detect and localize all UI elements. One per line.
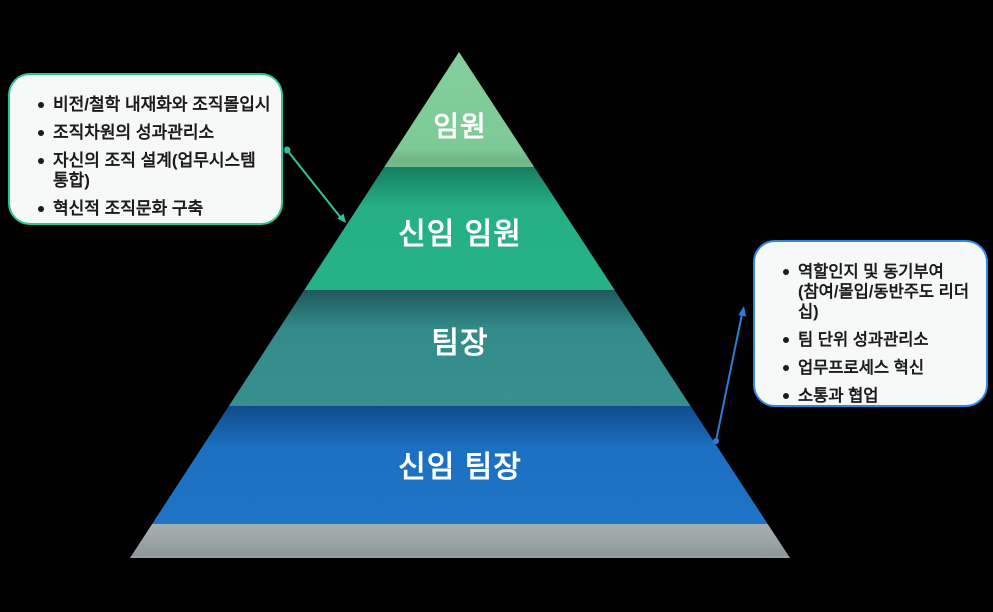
- callout-right-item: 업무프로세스 혁신: [783, 354, 976, 382]
- callout-right-item: 역할인지 및 동기부여 (참여/몰입/동반주도 리더십): [783, 258, 976, 326]
- callout-right-item: 팀 단위 성과관리소: [783, 326, 976, 354]
- callout-team-leader-roles: 역할인지 및 동기부여 (참여/몰입/동반주도 리더십) 팀 단위 성과관리소 …: [753, 240, 988, 407]
- callout-left-item: 자신의 조직 설계(업무시스템 통합): [38, 147, 271, 195]
- callout-right-list: 역할인지 및 동기부여 (참여/몰입/동반주도 리더십) 팀 단위 성과관리소 …: [755, 242, 986, 420]
- tier-label-team-leader: 팀장: [431, 327, 489, 360]
- callout-left-item: 혁신적 조직문화 구축: [38, 195, 271, 223]
- callout-left-item: 비전/철학 내재화와 조직몰입시: [38, 91, 271, 119]
- callout-left-item: 조직차원의 성과관리소: [38, 119, 271, 147]
- tier-label-new-executive: 신임 임원: [398, 218, 522, 251]
- connector-left: [283, 146, 346, 223]
- tier-label-new-team-leader: 신임 팀장: [398, 451, 522, 484]
- pyramid-base: [130, 524, 790, 558]
- tier-label-executive: 임원: [433, 111, 487, 142]
- callout-left-list: 비전/철학 내재화와 조직몰입시 조직차원의 성과관리소 자신의 조직 설계(업…: [10, 75, 281, 233]
- callout-right-item: 소통과 협업: [783, 382, 976, 410]
- connector-right: [713, 306, 747, 444]
- callout-executive-roles: 비전/철학 내재화와 조직몰입시 조직차원의 성과관리소 자신의 조직 설계(업…: [8, 73, 283, 225]
- pyramid-tier-new-team-leader: [130, 406, 790, 524]
